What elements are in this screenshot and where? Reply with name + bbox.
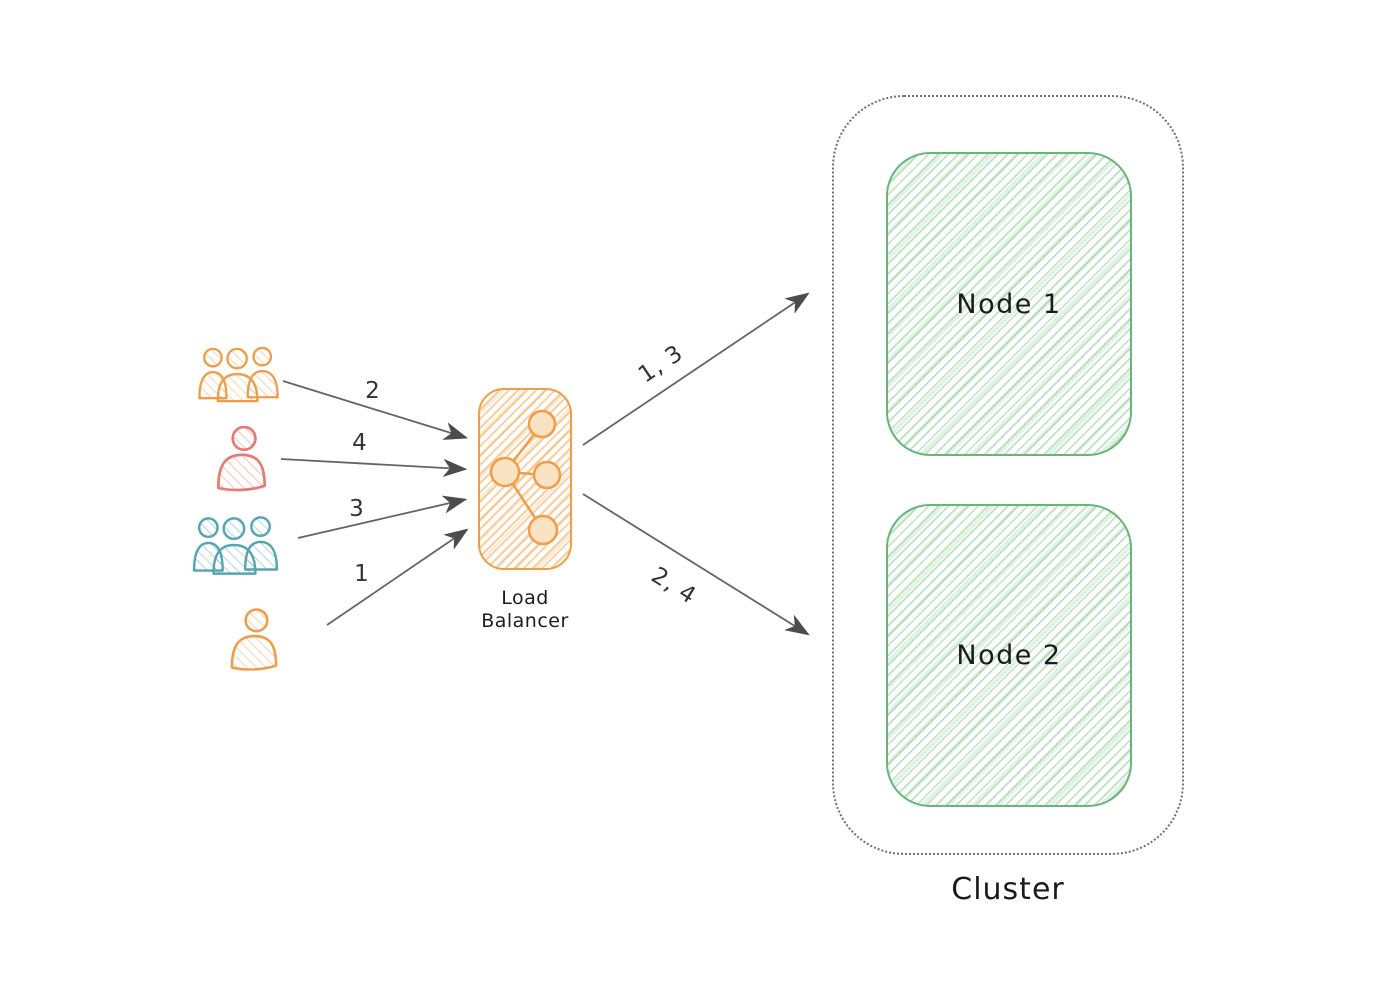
route-node-1-label: 1, 3: [634, 340, 688, 388]
route-arrow-node-2: 2, 4: [582, 493, 806, 633]
user-red-icon: [212, 426, 272, 492]
node-2-label: Node 2: [956, 640, 1062, 671]
route-arrow-node-1: 1, 3: [582, 295, 806, 446]
users-group-orange-icon: [196, 346, 284, 404]
request-arrow-1-label: 1: [354, 561, 370, 587]
request-arrow-2-label: 2: [365, 378, 381, 404]
cluster-boundary: Node 1 Node 2: [832, 95, 1184, 855]
users-group-teal-icon: [192, 514, 282, 578]
request-arrow-4-label: 4: [352, 430, 368, 456]
cluster-label: Cluster: [951, 872, 1065, 907]
request-arrow-4: 4: [280, 430, 463, 469]
request-arrow-1: 1: [326, 531, 465, 626]
request-arrow-3-label: 3: [349, 496, 365, 522]
node-2-box: Node 2: [886, 504, 1132, 807]
load-balancer-share-icon: [489, 409, 562, 546]
load-balancer-box: [478, 388, 572, 570]
request-arrow-2: 2: [282, 378, 464, 437]
request-arrow-3: 3: [297, 496, 463, 539]
node-1-box: Node 1: [886, 152, 1132, 456]
route-node-2-label: 2, 4: [647, 562, 701, 609]
node-1-label: Node 1: [956, 288, 1062, 320]
user-orange-icon: [226, 608, 283, 672]
load-balancer-label: Load Balancer: [481, 587, 569, 632]
